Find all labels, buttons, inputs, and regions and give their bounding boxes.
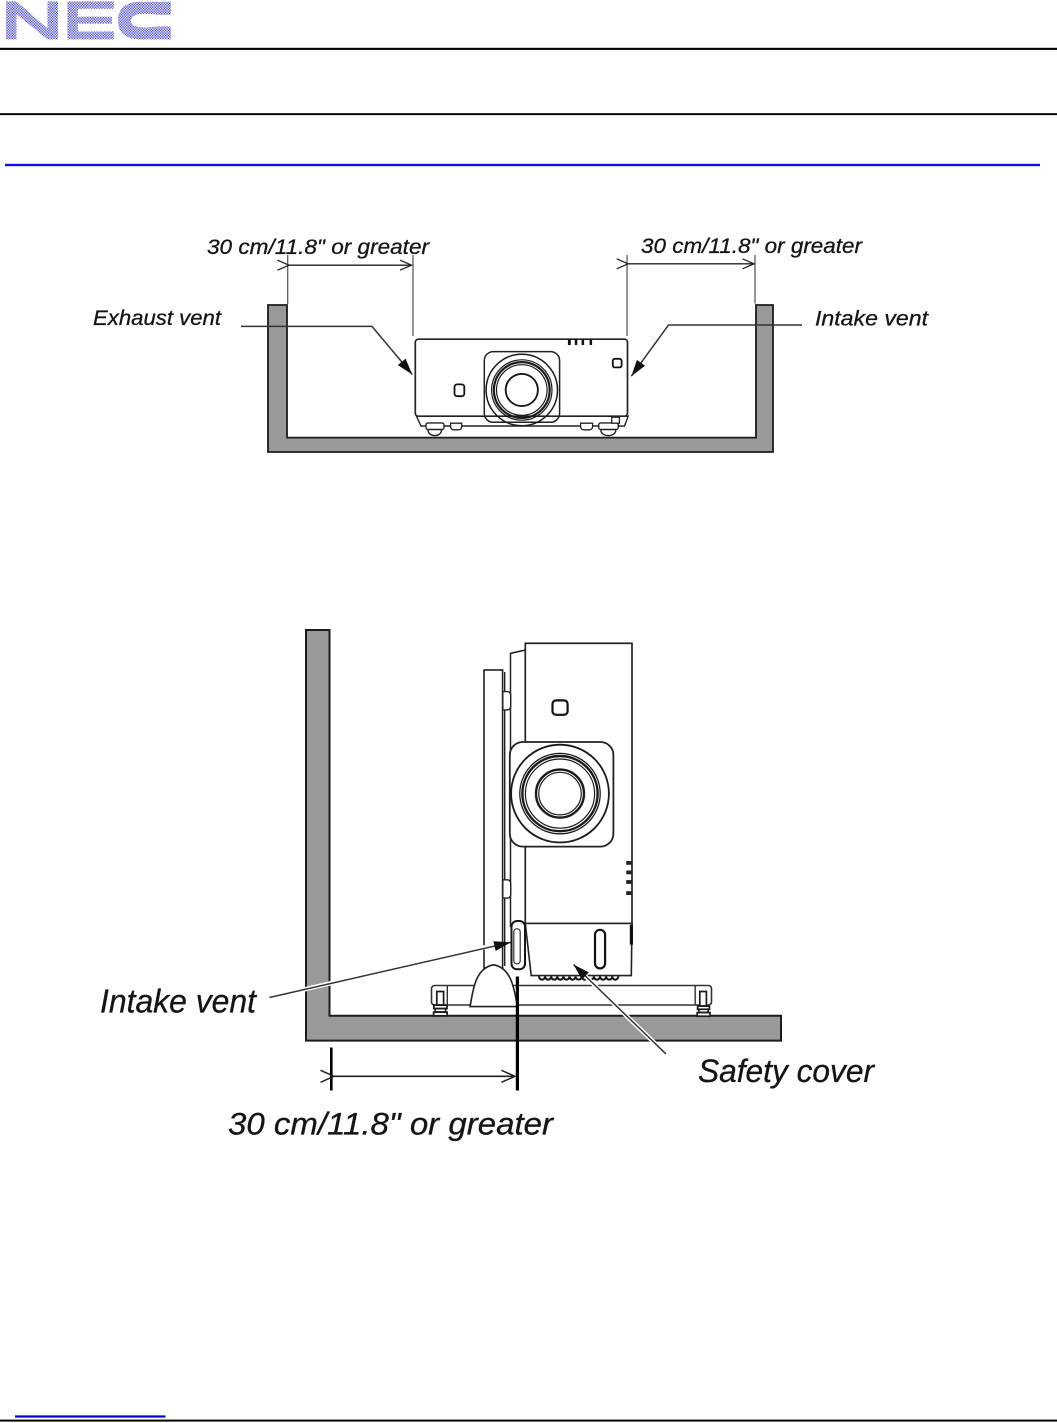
svg-text:Intake vent: Intake vent [100, 983, 258, 1020]
svg-text:30 cm/11.8" or greater: 30 cm/11.8" or greater [228, 1106, 555, 1142]
svg-text:Exhaust vent: Exhaust vent [93, 306, 222, 330]
svg-text:Intake vent: Intake vent [815, 307, 929, 331]
svg-text:30 cm/11.8" or greater: 30 cm/11.8" or greater [641, 235, 863, 258]
svg-text:30 cm/11.8" or greater: 30 cm/11.8" or greater [207, 236, 430, 259]
svg-text:Safety cover: Safety cover [698, 1053, 875, 1089]
